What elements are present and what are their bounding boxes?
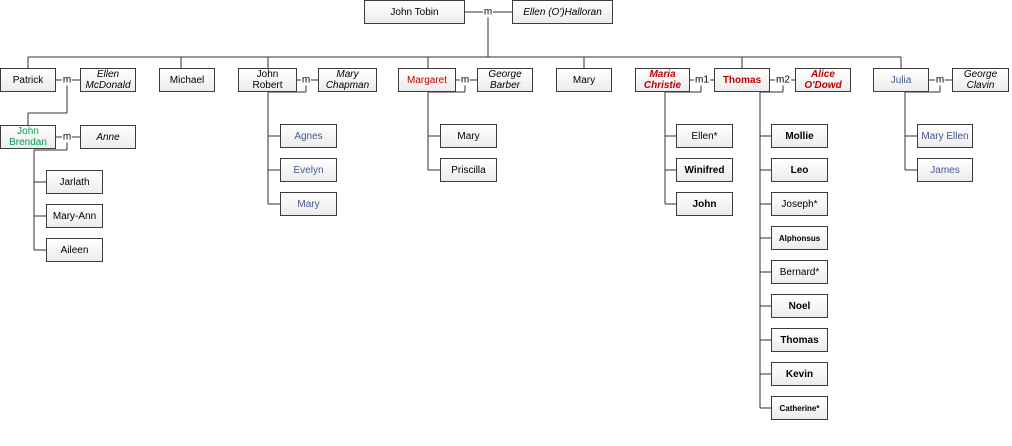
person-mary-chapman: Mary Chapman [318, 68, 377, 92]
person-winifred: Winifred [676, 158, 733, 182]
person-patrick: Patrick [0, 68, 56, 92]
person-ellen-mcdonald: Ellen McDonald [80, 68, 136, 92]
person-mary: Mary [556, 68, 612, 92]
person-michael: Michael [159, 68, 215, 92]
person-thomas-child: Thomas [771, 328, 828, 352]
person-julia: Julia [873, 68, 929, 92]
person-mollie: Mollie [771, 124, 828, 148]
person-thomas: Thomas [714, 68, 770, 92]
person-bernard: Bernard* [771, 260, 828, 284]
person-maria-christie: Maria Christie [635, 68, 690, 92]
person-mary-ellen: Mary Ellen [917, 124, 973, 148]
person-john-tobin-child: John [676, 192, 733, 216]
person-george-barber: George Barber [477, 68, 533, 92]
person-john-brendan: John Brendan [0, 125, 56, 149]
marriage-label: m [61, 74, 73, 86]
marriage-label: m [300, 74, 312, 86]
person-jarlath: Jarlath [46, 170, 103, 194]
marriage-label: m [61, 131, 73, 143]
person-john-robert: John Robert [238, 68, 297, 92]
marriage-label: m [482, 6, 494, 18]
person-mary-ann: Mary-Ann [46, 204, 103, 228]
person-mary-barber: Mary [440, 124, 497, 148]
person-anne: Anne [80, 125, 136, 149]
person-agnes: Agnes [280, 124, 337, 148]
person-kevin: Kevin [771, 362, 828, 386]
person-alice-odowd: Alice O'Dowd [795, 68, 851, 92]
person-priscilla: Priscilla [440, 158, 497, 182]
person-alphonsus: Alphonsus [771, 226, 828, 250]
marriage-label: m [459, 74, 471, 86]
person-evelyn: Evelyn [280, 158, 337, 182]
person-john-tobin: John Tobin [364, 0, 465, 24]
marriage-label-first: m1 [694, 74, 710, 86]
person-aileen: Aileen [46, 238, 103, 262]
person-mary-chapman-child: Mary [280, 192, 337, 216]
person-george-clavin: George Clavin [952, 68, 1009, 92]
marriage-label-second: m2 [775, 74, 791, 86]
marriage-label: m [934, 74, 946, 86]
person-james: James [917, 158, 973, 182]
person-margaret: Margaret [398, 68, 456, 92]
person-catherine: Catherine* [771, 396, 828, 420]
person-leo: Leo [771, 158, 828, 182]
person-noel: Noel [771, 294, 828, 318]
person-joseph: Joseph* [771, 192, 828, 216]
person-ellen-tobin: Ellen* [676, 124, 733, 148]
person-ellen-ohalloran: Ellen (O')Halloran [512, 0, 613, 24]
